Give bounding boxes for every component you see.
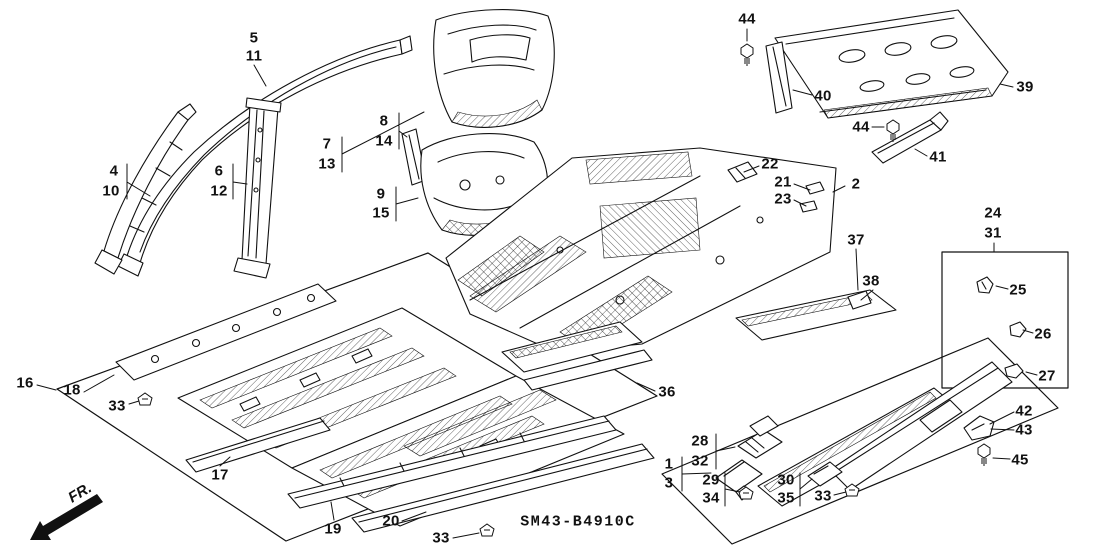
fr-direction-arrow: FR. [30, 479, 103, 540]
bolt-icon [977, 443, 991, 467]
fr-arrow-icon [30, 494, 103, 540]
leader-lines [36, 28, 1038, 539]
clip-icon [479, 523, 495, 537]
pillar-parts [94, 35, 413, 279]
clip-icon [137, 392, 153, 406]
rail-parts-rear [735, 289, 897, 341]
sill-parts [287, 415, 655, 533]
diagram-code: SM43-B4910C [520, 513, 636, 531]
bolt-icon [740, 43, 754, 67]
rear-shelf-parts [765, 9, 1009, 164]
rear-floor-part [445, 147, 837, 353]
